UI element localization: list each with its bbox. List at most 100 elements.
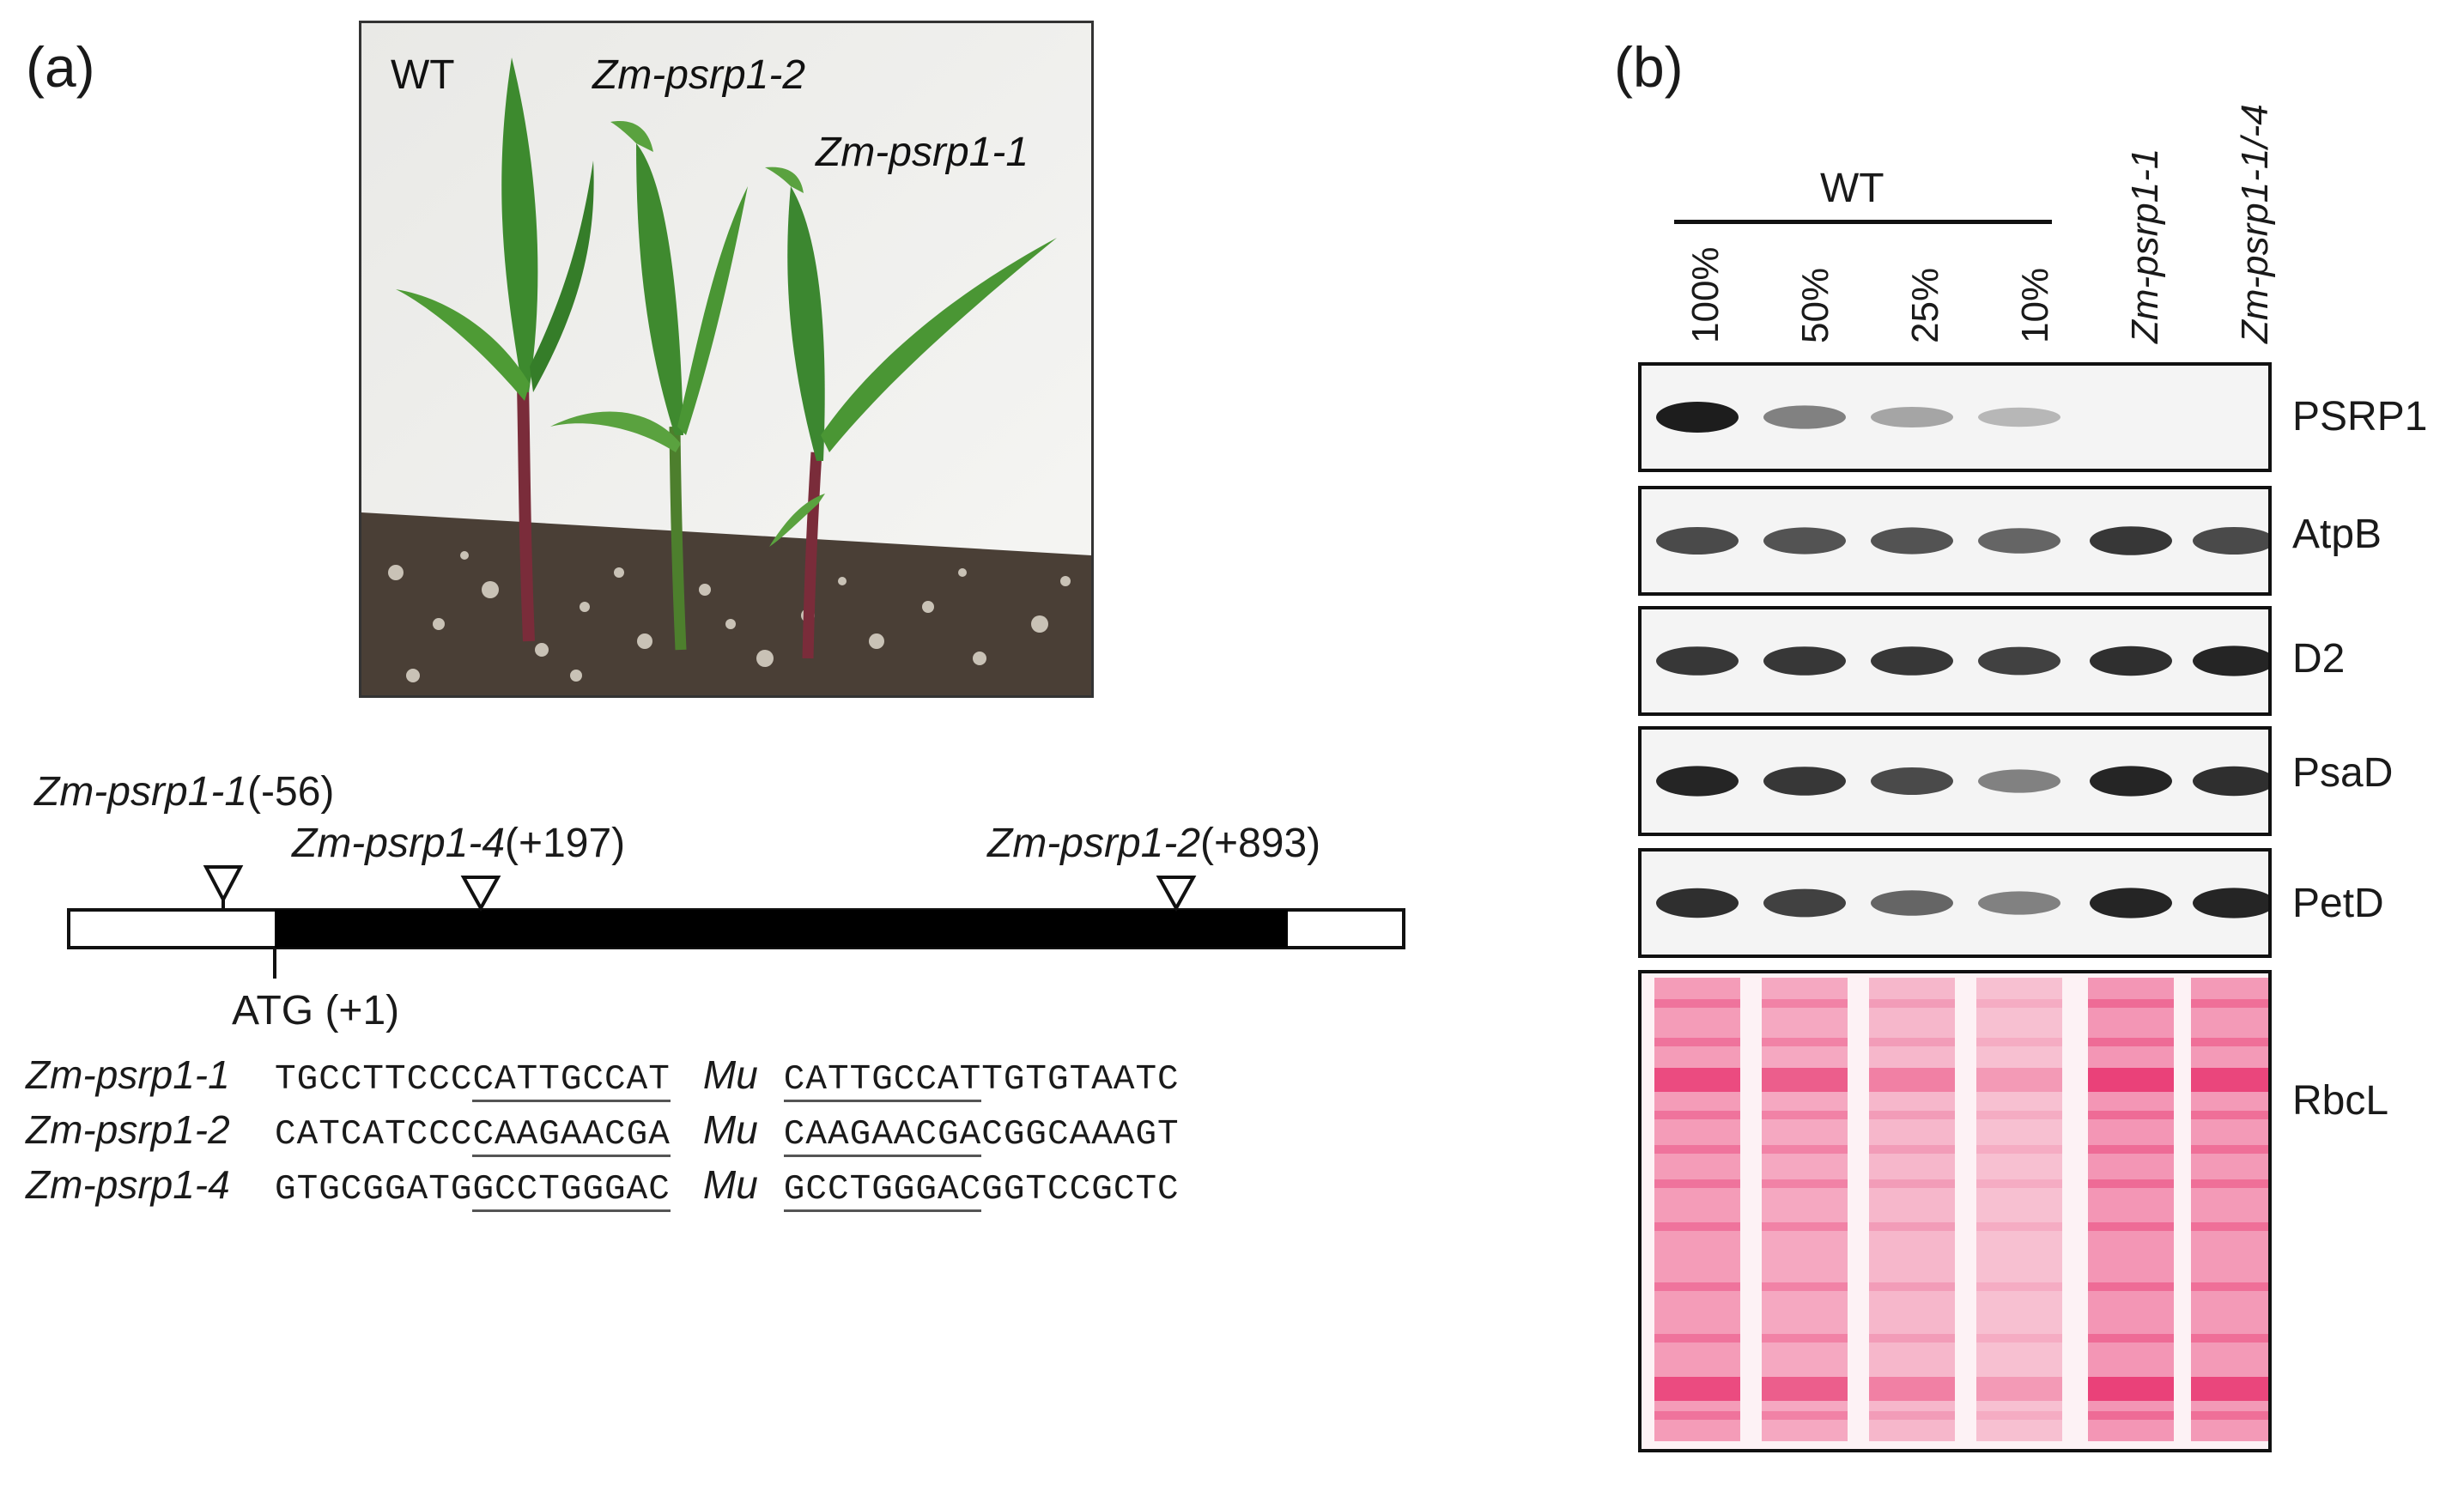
sequence-right-flank: GGTCCGCTC <box>981 1170 1180 1209</box>
band-atpb-lane-6 <box>2193 527 2275 555</box>
sequence-right-flank: CGGCAAAGT <box>981 1115 1180 1155</box>
insertion-position-psrp1-1: (-56) <box>247 769 335 815</box>
insertion-allele-psrp1-2: Zm-psrp1-2 <box>987 821 1201 866</box>
band-atpb-lane-1 <box>1656 527 1739 555</box>
band-psad-lane-6 <box>2193 766 2275 797</box>
panel-a-letter: (a) <box>26 35 95 99</box>
photo-label-wt: WT <box>391 52 455 98</box>
sequence-left-duplication: GCCTGGGAC <box>472 1170 671 1212</box>
band-d2-lane-3 <box>1871 646 1953 676</box>
sequence-right-flank: TGTGTAATC <box>981 1060 1180 1100</box>
seedling-illustration <box>361 23 1091 695</box>
blot-label-d2: D2 <box>2292 636 2346 682</box>
sequence-mu: Mu <box>702 1052 758 1097</box>
blot-label-psrp1: PSRP1 <box>2292 394 2428 439</box>
sequence-allele-name: Zm-psrp1-1 <box>26 1052 230 1097</box>
band-psad-lane-4 <box>1978 769 2060 793</box>
lane-label-5: Zm-psrp1-1 <box>2124 148 2166 343</box>
wt-header: WT <box>1820 166 1884 211</box>
sequence-right-duplication: CATTGCCAT <box>783 1060 982 1102</box>
sequence-right-duplication: CAAGAACGA <box>783 1115 982 1157</box>
blot-psrp1 <box>1638 362 2272 472</box>
blot-label-psad: PsaD <box>2292 750 2394 796</box>
insertion-label-psrp1-2: Zm-psrp1-2(+893) <box>987 820 1320 867</box>
stain-lane-5 <box>2088 978 2174 1441</box>
lane-label-4: 10% <box>2014 267 2056 343</box>
lane-label-6: Zm-psrp1-1/-4 <box>2234 104 2276 343</box>
band-d2-lane-5 <box>2090 646 2172 676</box>
sequence-left-flank: CATCATCCC <box>275 1115 473 1155</box>
stain-lane-1 <box>1654 978 1740 1441</box>
blot-psad <box>1638 726 2275 836</box>
sequence-left-flank: TGCCTTCCC <box>275 1060 473 1100</box>
insertion-label-psrp1-1: Zm-psrp1-1(-56) <box>34 768 334 815</box>
band-petd-lane-2 <box>1763 888 1846 918</box>
sequence-left-duplication: CAAGAACGA <box>472 1115 671 1157</box>
blot-atpb-bands <box>1656 526 2275 555</box>
insertion-position-psrp1-2: (+893) <box>1200 821 1321 866</box>
blot-d2-bands <box>1656 646 2275 676</box>
band-d2-lane-2 <box>1763 646 1846 676</box>
stain-lane-4 <box>1976 978 2062 1441</box>
gene-model-diagram <box>67 865 1405 979</box>
band-petd-lane-1 <box>1656 888 1739 918</box>
band-petd-lane-5 <box>2090 888 2172 918</box>
band-psrp1-lane-2 <box>1763 405 1846 429</box>
blot-label-petd: PetD <box>2292 881 2384 926</box>
blot-label-rbcl: RbcL <box>2292 1078 2389 1124</box>
lane-label-3: 25% <box>1904 267 1946 343</box>
band-petd-lane-3 <box>1871 890 1953 916</box>
blot-petd-bands <box>1656 888 2275 918</box>
band-psrp1-lane-4 <box>1978 407 2060 427</box>
blot-label-atpb: AtpB <box>2292 512 2382 557</box>
seedling-photo <box>359 21 1094 698</box>
blot-atpb <box>1638 486 2275 596</box>
band-atpb-lane-2 <box>1763 527 1846 555</box>
sequence-right-duplication: GCCTGGGAC <box>783 1170 982 1212</box>
insertion-label-psrp1-4: Zm-psrp1-4(+197) <box>292 820 625 867</box>
insertion-allele-psrp1-1: Zm-psrp1-1 <box>34 769 248 815</box>
stain-lane-6 <box>2191 978 2277 1441</box>
stain-lane-3 <box>1869 978 1955 1441</box>
band-petd-lane-4 <box>1978 891 2060 915</box>
sequence-mu: Mu <box>702 1107 758 1152</box>
band-atpb-lane-4 <box>1978 528 2060 554</box>
blot-psad-bands <box>1656 766 2275 797</box>
band-psrp1-lane-3 <box>1871 407 1953 427</box>
band-d2-lane-4 <box>1978 646 2060 676</box>
band-psad-lane-3 <box>1871 767 1953 795</box>
lane-label-1: 100% <box>1684 246 1727 343</box>
blot-rbcl-lanes <box>1654 978 2277 1441</box>
band-psrp1-lane-1 <box>1656 402 1739 433</box>
atg-label: ATG (+1) <box>232 988 400 1033</box>
blot-d2 <box>1638 606 2275 716</box>
band-atpb-lane-5 <box>2090 526 2172 555</box>
band-petd-lane-6 <box>2193 888 2275 918</box>
photo-label-psrp1-1: Zm-psrp1-1 <box>816 129 1029 176</box>
lane-label-2: 50% <box>1794 267 1836 343</box>
blot-petd <box>1638 848 2275 958</box>
photo-label-psrp1-2: Zm-psrp1-2 <box>592 52 805 99</box>
band-d2-lane-1 <box>1656 646 1739 676</box>
sequence-allele-name: Zm-psrp1-2 <box>26 1107 230 1152</box>
band-psad-lane-5 <box>2090 766 2172 797</box>
stain-lane-2 <box>1762 978 1848 1441</box>
sequence-left-duplication: CATTGCCAT <box>472 1060 671 1102</box>
panel-b-letter: (b) <box>1614 35 1684 99</box>
band-psad-lane-2 <box>1763 767 1846 796</box>
sequence-left-flank: GTGCGGATG <box>275 1170 473 1209</box>
band-psad-lane-1 <box>1656 766 1739 797</box>
band-atpb-lane-3 <box>1871 527 1953 555</box>
insertion-triangle-psrp1-2 <box>1156 876 1197 912</box>
insertion-position-psrp1-4: (+197) <box>505 821 626 866</box>
insertion-allele-psrp1-4: Zm-psrp1-4 <box>292 821 506 866</box>
insertion-triangle-psrp1-1 <box>203 865 244 904</box>
blot-psrp1-bands <box>1656 402 2060 433</box>
photo-label-psrp1-1-text: Zm-psrp1-1 <box>816 130 1029 175</box>
gene-coding-region <box>275 910 1288 948</box>
blot-rbcl-stain <box>1638 970 2277 1452</box>
